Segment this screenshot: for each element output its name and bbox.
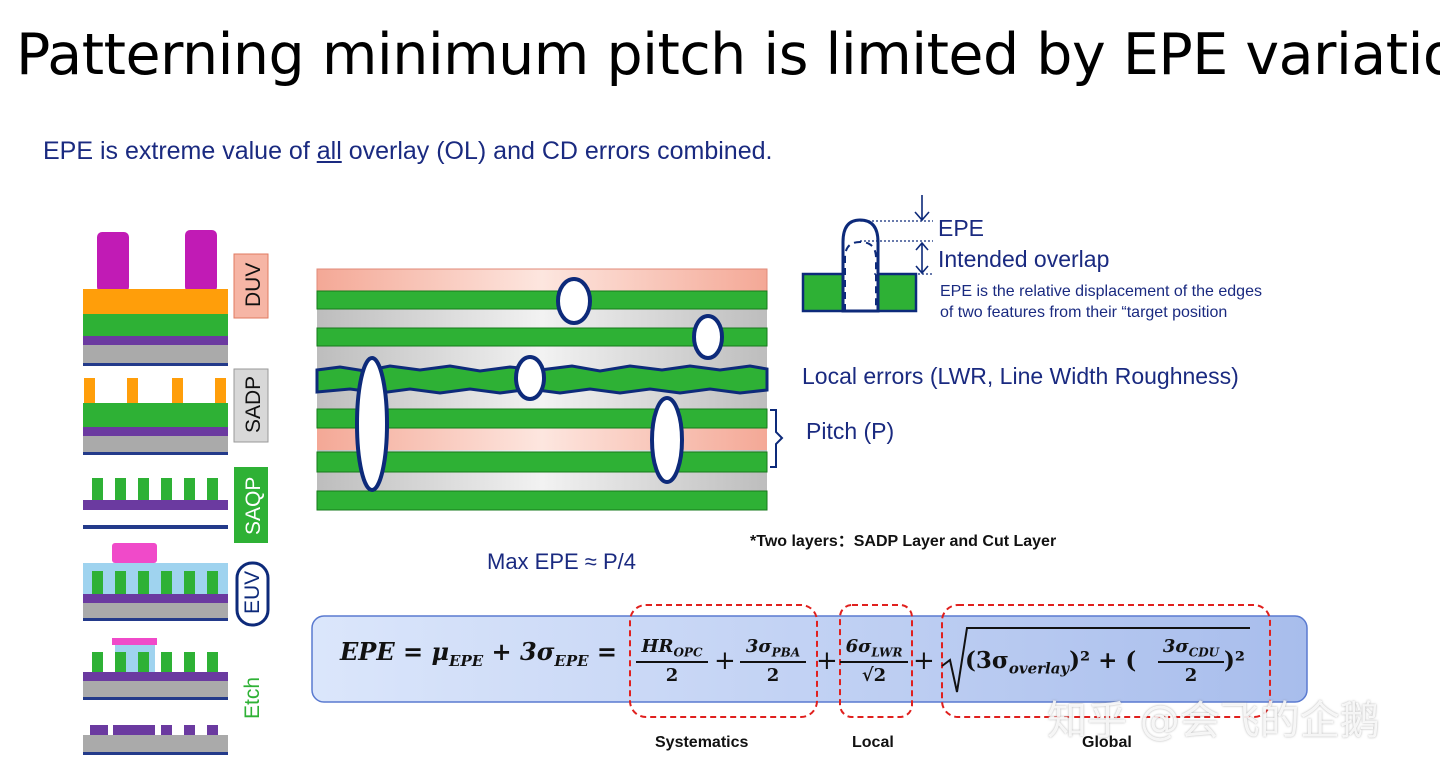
fraction-pba: 3σPBA 2 (740, 636, 806, 686)
cut-blob-3 (514, 355, 546, 401)
euv-label-box (235, 561, 270, 627)
sadp-label-box (233, 368, 269, 443)
duv-resist-left (97, 232, 129, 292)
arrow-down-icon (914, 195, 930, 222)
epe-label: EPE (938, 215, 985, 241)
page-title: Patterning minimum pitch is limited by E… (16, 22, 1440, 88)
etch-stack-2 (83, 725, 228, 755)
subtitle-underlined-word: all (316, 137, 342, 165)
label-saqp: SAQP (242, 476, 265, 535)
plus-2: + (816, 646, 838, 676)
equation-panel (311, 604, 1308, 718)
two-layers-note: *Two layers：SADP Layer and Cut Layer (750, 533, 1057, 550)
cut-blob-2 (692, 314, 724, 360)
duv-stack (83, 230, 228, 366)
equation-lhs: EPE = μEPE + 3σEPE = (340, 637, 618, 670)
label-euv: EUV (241, 570, 264, 614)
saqp-label-box (234, 467, 268, 543)
epe-description: EPE is the relative displacement of the … (940, 281, 1262, 323)
duv-purple-layer (83, 336, 228, 345)
duv-resist-right (185, 230, 217, 292)
sqrt-term-close: )² (1224, 647, 1245, 674)
double-arrow-icon (915, 241, 929, 275)
green-lines (316, 290, 768, 511)
cut-blob-4 (355, 356, 389, 492)
label-duv: DUV (242, 262, 265, 307)
local-errors-label: Local errors (LWR, Line Width Roughness) (802, 363, 1239, 389)
process-stack-diagram (83, 230, 270, 755)
label-sadp: SADP (242, 375, 265, 433)
cut-blob-5 (650, 396, 684, 484)
intended-overlap-label: Intended overlap (938, 246, 1110, 272)
sqrt-term-overlay: (3σoverlay)² + ( (965, 647, 1137, 678)
duv-label-box (233, 253, 269, 319)
category-systematics: Systematics (655, 734, 749, 751)
pitch-bracket (770, 409, 784, 468)
epe-inset-diagram (801, 195, 933, 313)
duv-hardmask (83, 289, 228, 314)
max-epe-label: Max EPE ≈ P/4 (487, 549, 637, 574)
subtitle-part-1: EPE is extreme value of (43, 137, 317, 165)
duv-green-layer (83, 314, 228, 336)
systematics-box (629, 604, 818, 718)
fraction-lwr: 6σLWR √2 (840, 636, 908, 686)
line-pattern-diagram (315, 268, 784, 511)
epe-description-line-1: EPE is the relative displacement of the … (940, 283, 1262, 300)
global-box (941, 604, 1271, 718)
saqp-stack (83, 478, 228, 529)
sqrt-sign (941, 627, 1250, 693)
subtitle-part-2: overlay (OL) and CD errors combined. (341, 137, 773, 165)
cut-blob-1 (556, 277, 592, 325)
subtitle: EPE is extreme value of all overlay (OL)… (43, 137, 772, 166)
category-global: Global (1082, 734, 1132, 751)
category-local: Local (852, 734, 894, 751)
fraction-hr-opc: HROPC 2 (636, 636, 708, 686)
duv-substrate (83, 345, 228, 363)
sadp-stack (83, 378, 228, 455)
pitch-label: Pitch (P) (806, 418, 895, 444)
fraction-cdu: 3σCDU 2 (1158, 636, 1224, 686)
etch-stack-1 (83, 638, 228, 700)
label-etch: Etch (241, 676, 264, 720)
euv-stack (83, 543, 228, 621)
plus-3: + (913, 646, 935, 676)
watermark: 知乎 @会飞的企鹅 (1047, 698, 1380, 744)
epe-description-line-2: of two features from their “target posit… (940, 304, 1228, 321)
plus-1: + (714, 646, 736, 676)
